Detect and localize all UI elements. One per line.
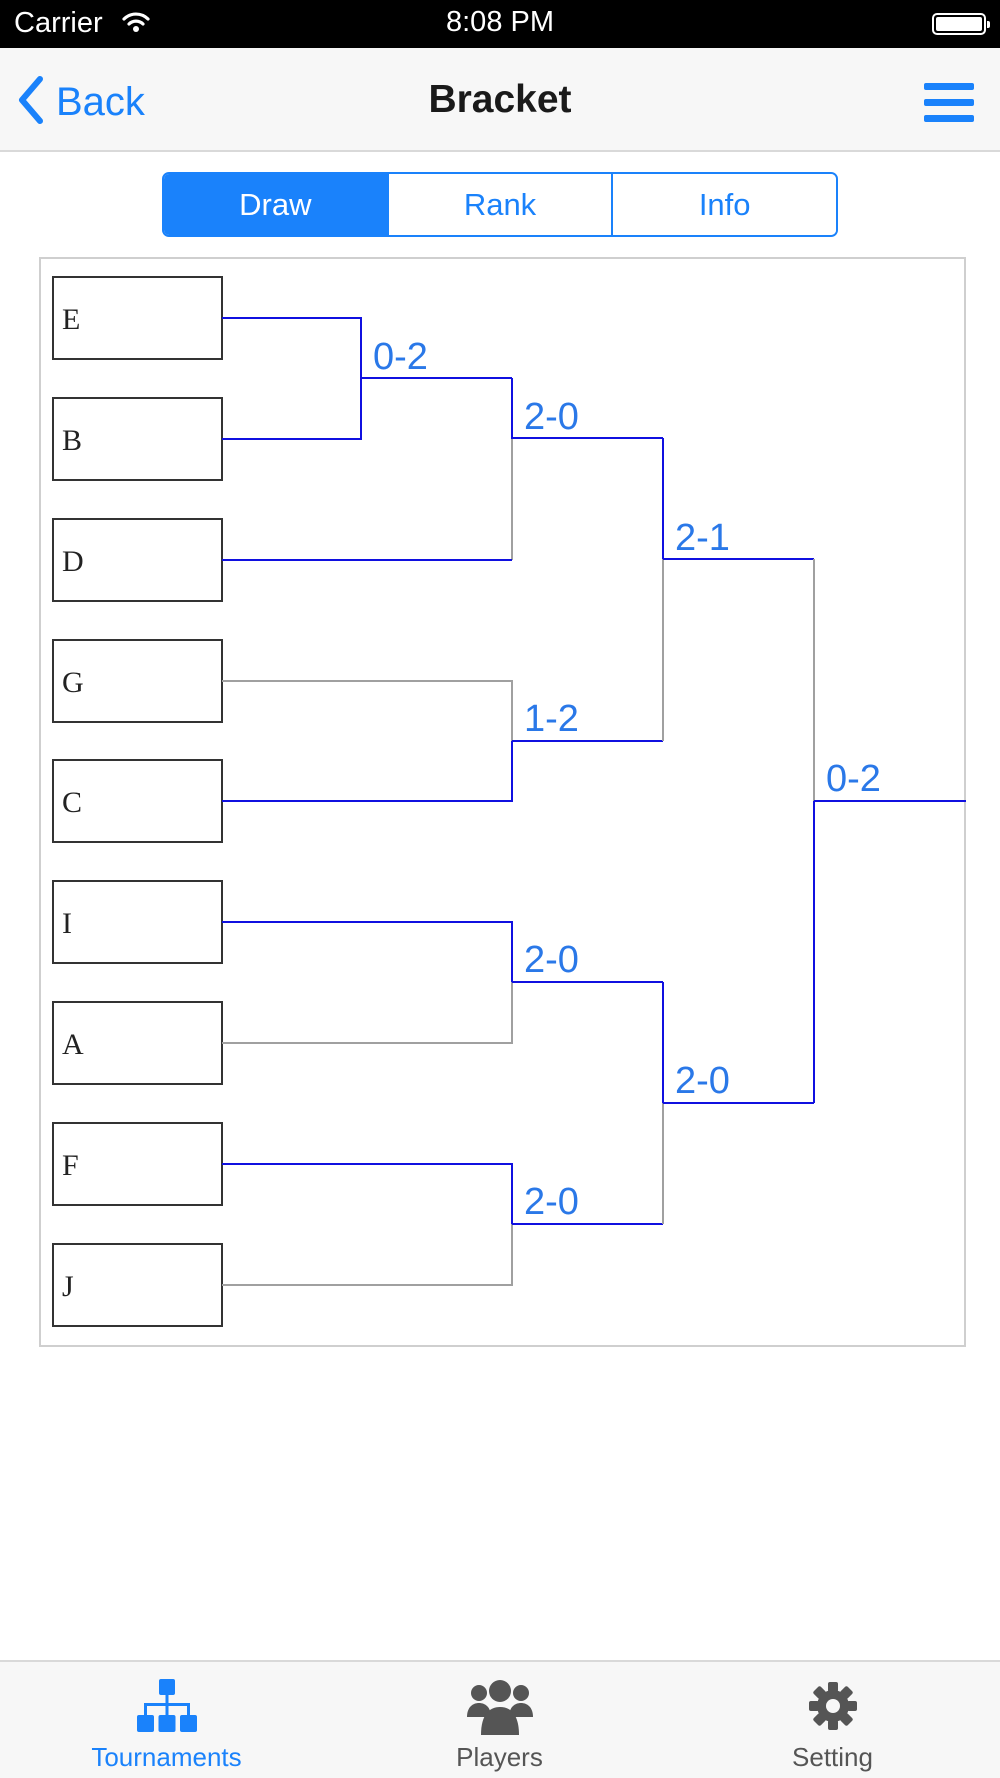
player-name: I bbox=[62, 907, 72, 940]
navigation-bar: Back Bracket bbox=[0, 48, 1000, 152]
match-score: 2-0 bbox=[524, 1181, 579, 1223]
player-name: F bbox=[62, 1149, 79, 1182]
player-slot-f[interactable]: F bbox=[52, 1122, 223, 1206]
tab-label: Tournaments bbox=[91, 1742, 242, 1772]
bracket-diagram: E B D G C I A F bbox=[52, 276, 966, 1327]
player-name: B bbox=[62, 424, 82, 457]
tournament-tree-icon bbox=[136, 1676, 197, 1736]
player-name: E bbox=[62, 303, 80, 336]
player-slot-i[interactable]: I bbox=[52, 880, 223, 964]
segment-info[interactable]: Info bbox=[611, 174, 836, 235]
match-score: 0-2 bbox=[826, 758, 881, 800]
player-slot-a[interactable]: A bbox=[52, 1001, 223, 1085]
status-bar: Carrier 8:08 PM bbox=[0, 0, 1000, 48]
player-name: A bbox=[62, 1028, 84, 1061]
back-button[interactable]: Back bbox=[18, 74, 145, 130]
segment-draw[interactable]: Draw bbox=[164, 174, 387, 235]
page-title: Bracket bbox=[428, 78, 572, 121]
match-score: 0-2 bbox=[373, 336, 428, 378]
bracket-lines bbox=[222, 317, 966, 1286]
clock: 8:08 PM bbox=[446, 6, 554, 38]
player-name: D bbox=[62, 545, 84, 578]
player-name: C bbox=[62, 786, 82, 819]
menu-icon[interactable] bbox=[924, 83, 974, 123]
back-label: Back bbox=[56, 79, 145, 124]
player-slot-j[interactable]: J bbox=[52, 1243, 223, 1327]
match-score: 2-0 bbox=[524, 939, 579, 981]
gear-icon bbox=[808, 1676, 857, 1736]
match-score: 2-0 bbox=[675, 1060, 730, 1102]
match-score: 1-2 bbox=[524, 698, 579, 740]
battery-icon bbox=[932, 13, 990, 35]
wifi-icon bbox=[122, 11, 150, 38]
tab-label: Setting bbox=[792, 1742, 873, 1772]
carrier-label: Carrier bbox=[14, 7, 103, 39]
player-slot-e[interactable]: E bbox=[52, 276, 223, 360]
player-slot-c[interactable]: C bbox=[52, 759, 223, 843]
player-slot-g[interactable]: G bbox=[52, 639, 223, 723]
match-score: 2-1 bbox=[675, 517, 730, 559]
player-name: G bbox=[62, 666, 84, 699]
tab-tournaments[interactable]: Tournaments bbox=[0, 1662, 333, 1778]
player-slot-b[interactable]: B bbox=[52, 397, 223, 481]
chevron-left-icon bbox=[18, 75, 44, 129]
segmented-control: Draw Rank Info bbox=[162, 172, 838, 237]
tab-setting[interactable]: Setting bbox=[666, 1662, 999, 1778]
tab-label: Players bbox=[456, 1742, 543, 1772]
bracket-view: E B D G C I A F bbox=[39, 257, 966, 1347]
players-group-icon bbox=[466, 1676, 533, 1736]
tab-bar: Tournaments Players bbox=[0, 1660, 1000, 1778]
player-name: J bbox=[62, 1270, 74, 1303]
player-slot-d[interactable]: D bbox=[52, 518, 223, 602]
tab-players[interactable]: Players bbox=[333, 1662, 666, 1778]
segment-rank[interactable]: Rank bbox=[386, 174, 612, 235]
match-score: 2-0 bbox=[524, 396, 579, 438]
